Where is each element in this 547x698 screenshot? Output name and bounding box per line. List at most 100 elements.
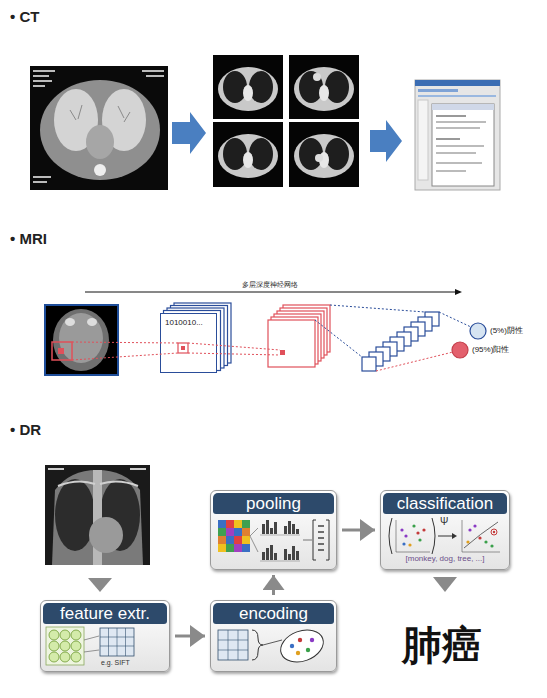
output-neuron-circle: (5%)阴性 — [469, 322, 541, 340]
mri-image — [87, 318, 97, 326]
classification-illustration — [468, 528, 471, 531]
pooling-illustration — [313, 520, 329, 560]
encoding-illustration — [290, 644, 294, 648]
ct-thumbnail — [249, 138, 273, 170]
classification-illustration — [452, 533, 457, 539]
mri-image — [53, 309, 109, 371]
output-neuron-circle: (95%)阳性 — [451, 341, 531, 359]
pooling-illustration — [296, 551, 299, 560]
encoding-illustration — [296, 651, 300, 655]
ct-thumbnail — [213, 122, 283, 187]
encoding-illustration — [218, 630, 248, 660]
dotted-projection-line — [439, 312, 471, 327]
section-heading: • MRI — [10, 230, 47, 247]
software-screenshot — [436, 127, 480, 129]
dotted-projection-line — [188, 343, 280, 355]
neuron-circle — [452, 342, 468, 358]
ct-thumbnail — [325, 138, 349, 170]
ct-thumbnail — [289, 55, 359, 119]
conv-layer-stack — [268, 305, 330, 367]
pooling-illustration — [288, 521, 291, 534]
receptive-field-mark — [280, 350, 285, 355]
mri-image — [58, 348, 64, 354]
classification-illustration — [422, 528, 425, 531]
flow-triangle — [88, 578, 112, 592]
pooling-illustration — [242, 520, 250, 528]
ct-thumbnail — [243, 85, 253, 101]
pooling-illustration — [284, 526, 287, 534]
result-label: 肺癌 — [402, 618, 482, 673]
classification-illustration — [464, 522, 498, 548]
classification-illustration — [484, 540, 487, 543]
ct-thumbnail — [315, 154, 323, 162]
ct-scan-image — [33, 70, 55, 72]
classification-illustration — [396, 520, 430, 552]
stage-heading: encoding — [213, 603, 334, 624]
chest-xray-image — [48, 468, 64, 470]
ct-scan-image — [33, 75, 49, 77]
neuron-circle — [469, 322, 487, 340]
section-heading: • CT — [10, 8, 39, 25]
ct-scan-image — [33, 80, 52, 82]
encoding-illustration — [310, 638, 314, 642]
encoding-illustration — [218, 630, 248, 660]
pipeline-stage-box: feature extr.e.g. SIFT — [40, 600, 170, 672]
pooling-illustration — [284, 549, 287, 560]
ct-scan-image — [142, 70, 164, 72]
chest-xray-image — [45, 465, 150, 565]
pooling-illustration — [274, 522, 277, 534]
sift-illustration — [49, 641, 59, 651]
probability-label: (5%)阴性 — [490, 325, 523, 337]
feature-map-square: 1010010... — [160, 313, 217, 373]
sift-illustration — [49, 652, 59, 662]
pooling-illustration — [234, 528, 242, 536]
dotted-projection-line — [376, 352, 453, 371]
classification-illustration — [493, 531, 495, 533]
flow-connector — [272, 575, 275, 595]
classification-illustration — [400, 528, 403, 531]
encoding-illustration — [306, 648, 310, 652]
sift-illustration — [46, 627, 84, 665]
ct-thumbnail — [218, 67, 278, 111]
pooling-illustration — [242, 544, 250, 552]
classification-illustration — [404, 534, 407, 537]
encoding-illustration — [276, 624, 328, 667]
sift-illustration — [60, 652, 70, 662]
pooling-illustration — [266, 548, 269, 560]
ct-thumbnail — [294, 67, 354, 111]
dotted-projection-line — [72, 342, 178, 360]
pooling-illustration — [262, 552, 265, 560]
pooling-illustration — [218, 544, 226, 552]
software-screenshot — [418, 89, 458, 92]
probability-label: (95%)阳性 — [472, 344, 509, 356]
classification-illustration — [418, 538, 421, 541]
conv-layer-stack — [268, 320, 315, 367]
binary-data-text: 1010010... — [165, 318, 203, 327]
mri-image — [65, 318, 75, 326]
software-screenshot — [432, 104, 494, 186]
pooling-illustration — [318, 526, 324, 550]
ct-scan-image — [40, 80, 160, 180]
ct-scan-image — [33, 181, 47, 183]
sift-illustration — [49, 630, 59, 640]
ct-thumbnail — [299, 71, 323, 103]
ct-thumbnail — [289, 122, 359, 187]
pooling-illustration — [226, 528, 234, 536]
ct-scan-image — [146, 75, 164, 77]
encoding-illustration — [252, 630, 263, 660]
dotted-projection-line — [315, 305, 425, 357]
dotted-projection-line — [72, 305, 471, 371]
software-screenshot — [436, 162, 482, 164]
flow-connector — [342, 529, 375, 532]
encoding-illustration — [218, 624, 328, 667]
network-direction-arrow — [455, 289, 462, 295]
pooling-illustration — [292, 524, 295, 534]
classification-illustration — [491, 529, 497, 535]
ct-thumbnail — [218, 134, 278, 178]
pooling-illustration — [242, 528, 250, 536]
pooling-illustration — [234, 536, 242, 544]
mri-image — [59, 313, 103, 363]
